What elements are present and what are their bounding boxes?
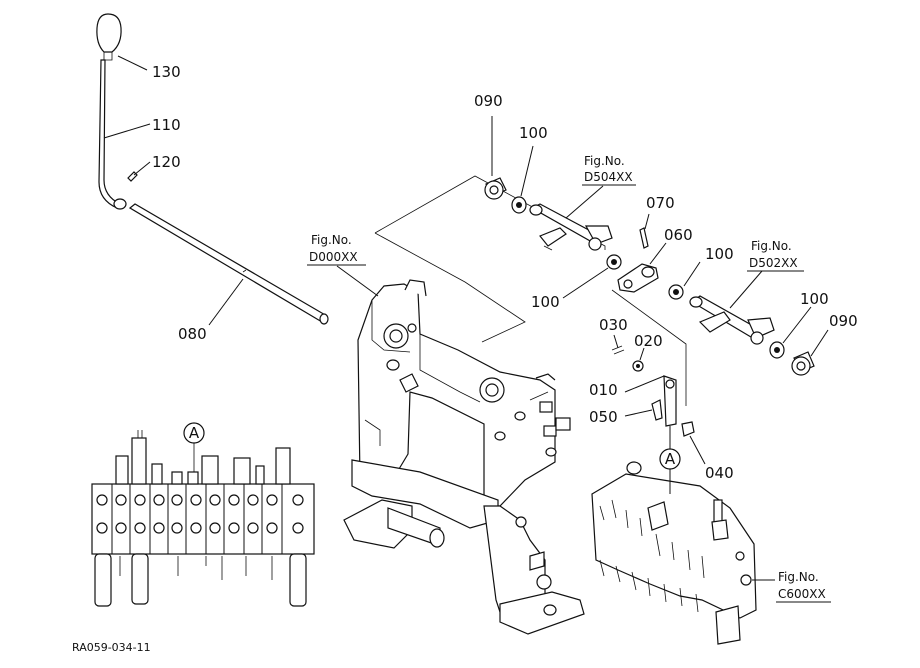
label-100-right: 100 bbox=[800, 290, 829, 308]
washer-100-mid-left bbox=[606, 254, 622, 270]
shaft-assembly-d502 bbox=[689, 295, 775, 345]
fig-ref-d000-code: D000XX bbox=[309, 250, 358, 264]
pin-070 bbox=[639, 227, 649, 249]
shaft-080 bbox=[128, 203, 329, 325]
fig-ref-d504-prefix: Fig.No. bbox=[584, 154, 625, 168]
fig-ref-c600-prefix: Fig.No. bbox=[778, 570, 819, 584]
fig-ref-c600: Fig.No. C600XX bbox=[776, 570, 831, 603]
label-070: 070 bbox=[646, 194, 675, 212]
callout-a-inset-label: A bbox=[189, 424, 200, 442]
washer-100-mid-right bbox=[668, 284, 684, 300]
label-100-upper: 100 bbox=[519, 124, 548, 142]
fig-ref-d502-code: D502XX bbox=[749, 256, 798, 270]
label-100-mid: 100 bbox=[705, 245, 734, 263]
lever-arm-010 bbox=[663, 375, 677, 427]
label-090-lower: 090 bbox=[829, 312, 858, 330]
label-120: 120 bbox=[152, 153, 181, 171]
label-030: 030 bbox=[599, 316, 628, 334]
callout-a-valve: A bbox=[659, 426, 681, 494]
leader-lines bbox=[103, 55, 829, 581]
exploded-box-lower bbox=[374, 232, 526, 343]
label-090-upper: 090 bbox=[474, 92, 503, 110]
label-060: 060 bbox=[664, 226, 693, 244]
label-100-left: 100 bbox=[531, 293, 560, 311]
fig-ref-d504-code: D504XX bbox=[584, 170, 633, 184]
spring-pin-030 bbox=[611, 345, 625, 355]
exploded-box-right bbox=[611, 289, 687, 406]
washer-020 bbox=[632, 360, 644, 372]
main-bracket-frame bbox=[357, 279, 571, 507]
washer-100-lower-right bbox=[769, 341, 785, 359]
washer-100-upper bbox=[511, 196, 527, 214]
fig-ref-d000: Fig.No. D000XX bbox=[307, 233, 366, 266]
lever-rod-110 bbox=[98, 59, 127, 210]
lever-knob-130 bbox=[96, 13, 122, 61]
shaft-assembly-d504 bbox=[529, 203, 613, 251]
valve-bank-inset bbox=[91, 430, 315, 607]
bushing-090-upper bbox=[484, 177, 507, 200]
label-040: 040 bbox=[705, 464, 734, 482]
label-020: 020 bbox=[634, 332, 663, 350]
bolt-040 bbox=[681, 421, 695, 437]
label-010: 010 bbox=[589, 381, 618, 399]
fig-ref-c600-code: C600XX bbox=[778, 587, 826, 601]
link-060 bbox=[617, 263, 659, 293]
bushing-090-lower bbox=[791, 351, 815, 376]
drawing-code: RA059-034-11 bbox=[72, 641, 151, 654]
fig-ref-d504: Fig.No. D504XX bbox=[582, 154, 636, 186]
clip-050 bbox=[651, 399, 663, 421]
label-080: 080 bbox=[178, 325, 207, 343]
fig-ref-d502: Fig.No. D502XX bbox=[747, 239, 804, 272]
control-valve-c600 bbox=[591, 461, 757, 645]
fig-ref-d000-prefix: Fig.No. bbox=[311, 233, 352, 247]
fig-ref-d502-prefix: Fig.No. bbox=[751, 239, 792, 253]
callout-a-inset: A bbox=[183, 422, 205, 444]
base-frame bbox=[343, 459, 585, 635]
label-130: 130 bbox=[152, 63, 181, 81]
label-110: 110 bbox=[152, 116, 181, 134]
label-050: 050 bbox=[589, 408, 618, 426]
callout-a-valve-label: A bbox=[665, 450, 676, 468]
